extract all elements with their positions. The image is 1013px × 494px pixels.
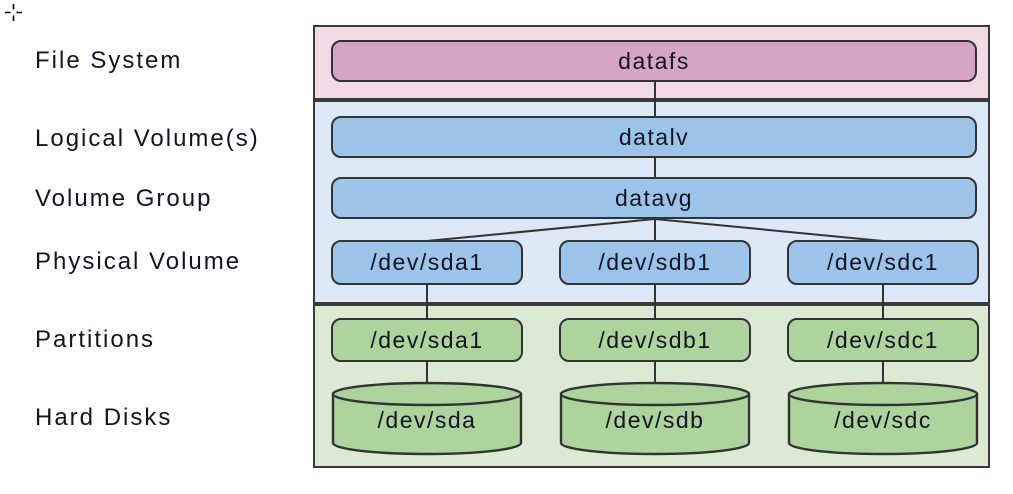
label-file-system: File System bbox=[35, 47, 183, 74]
node-volume-group-datavg: datavg bbox=[331, 177, 977, 219]
node-partition: /dev/sdb1 bbox=[559, 318, 751, 362]
node-partition: /dev/sda1 bbox=[331, 318, 523, 362]
node-physical-volume: /dev/sdc1 bbox=[787, 240, 979, 285]
label-physical-volume: Physical Volume bbox=[35, 248, 242, 275]
node-physical-volume: /dev/sda1 bbox=[331, 240, 523, 285]
cylinder-icon bbox=[559, 381, 751, 456]
label-volume-group: Volume Group bbox=[35, 185, 213, 212]
disk-label: /dev/sda bbox=[377, 407, 477, 433]
crosshair-cursor-icon bbox=[5, 4, 22, 26]
lvm-diagram: datafs datalv datavg /dev/sda1 /dev/sdb1… bbox=[313, 25, 990, 468]
disk-cylinder: /dev/sdb bbox=[559, 381, 751, 457]
disk-cylinder: /dev/sdc bbox=[787, 381, 979, 457]
node-physical-volume: /dev/sdb1 bbox=[559, 240, 751, 285]
disk-cylinder: /dev/sda bbox=[331, 381, 523, 457]
node-filesystem-datafs: datafs bbox=[331, 40, 977, 82]
node-partition: /dev/sdc1 bbox=[787, 318, 979, 362]
disk-label: /dev/sdc bbox=[834, 407, 932, 433]
label-hard-disks: Hard Disks bbox=[35, 404, 173, 431]
disk-label: /dev/sdb bbox=[605, 407, 705, 433]
cylinder-icon bbox=[331, 381, 523, 456]
label-logical-volume: Logical Volume(s) bbox=[35, 125, 260, 152]
node-logical-volume-datalv: datalv bbox=[331, 116, 977, 158]
cylinder-icon bbox=[787, 381, 979, 456]
label-partitions: Partitions bbox=[35, 326, 156, 353]
